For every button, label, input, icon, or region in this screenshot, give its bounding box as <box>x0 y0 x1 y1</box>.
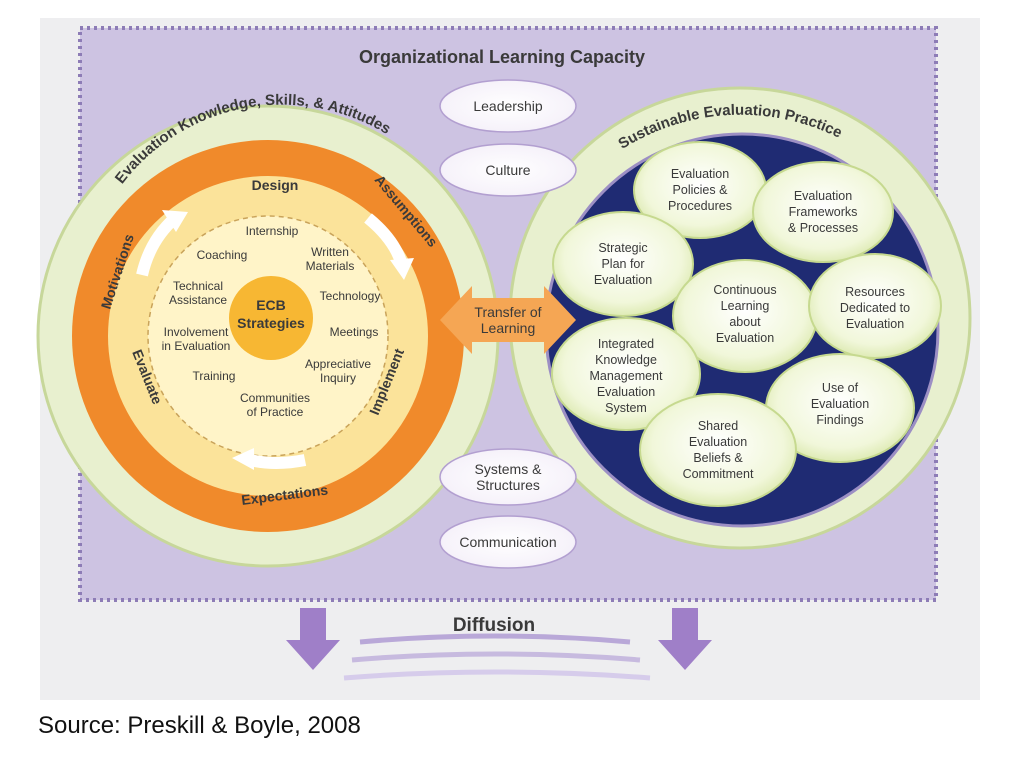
strategy-internship: Internship <box>246 224 299 238</box>
design-label: Design <box>252 177 299 193</box>
strategy-written-materials-2: Materials <box>306 259 355 273</box>
systems-label-2: Structures <box>476 477 540 493</box>
policies-2: Policies & <box>673 183 729 197</box>
integrated-km-1: Integrated <box>598 337 654 351</box>
resources-2: Dedicated to <box>840 301 910 315</box>
diffusion-wave-3 <box>343 669 651 681</box>
resources-1: Resources <box>845 285 905 299</box>
shared-beliefs-2: Evaluation <box>689 435 747 449</box>
ecb-core <box>229 276 313 360</box>
bubble-frameworks <box>752 161 894 263</box>
frameworks-2: Frameworks <box>789 205 858 219</box>
use-findings-1: Use of <box>822 381 859 395</box>
strategy-involvement-2: in Evaluation <box>162 339 231 353</box>
strategy-training: Training <box>193 369 236 383</box>
diffusion-wave-1 <box>359 633 631 645</box>
strategy-involvement-1: Involvement <box>164 325 229 339</box>
shared-beliefs-1: Shared <box>698 419 738 433</box>
shared-beliefs-4: Commitment <box>683 467 754 481</box>
transfer-label-1: Transfer of <box>474 304 541 320</box>
practice-bubbles <box>551 141 942 507</box>
panel-title: Organizational Learning Capacity <box>359 47 645 67</box>
bubble-shared-beliefs <box>639 393 797 507</box>
strategy-technical-assistance-2: Assistance <box>169 293 227 307</box>
pill-culture <box>439 143 577 197</box>
strategy-written-materials-1: Written <box>311 245 349 259</box>
bubble-integrated-km <box>551 317 701 431</box>
strategic-plan-3: Evaluation <box>594 273 652 287</box>
strategy-meetings: Meetings <box>330 325 379 339</box>
policies-3: Procedures <box>668 199 732 213</box>
systems-label-1: Systems & <box>475 461 543 477</box>
shared-beliefs-3: Beliefs & <box>693 451 743 465</box>
integrated-km-4: Evaluation <box>597 385 655 399</box>
strategic-plan-1: Strategic <box>598 241 647 255</box>
diffusion-label: Diffusion <box>453 615 535 636</box>
strategy-appreciative-inquiry-1: Appreciative <box>305 357 371 371</box>
integrated-km-3: Management <box>590 369 663 383</box>
pill-communication <box>439 515 577 569</box>
frameworks-1: Evaluation <box>794 189 852 203</box>
bubble-strategic-plan <box>552 211 694 317</box>
diffusion-arrow-left <box>286 608 340 670</box>
use-findings-2: Evaluation <box>811 397 869 411</box>
strategy-technical-assistance-1: Technical <box>173 279 223 293</box>
strategy-coaching: Coaching <box>197 248 248 262</box>
continuous-learning-1: Continuous <box>713 283 776 297</box>
ecb-core-line1: ECB <box>256 297 286 313</box>
use-findings-3: Findings <box>816 413 863 427</box>
strategy-technology: Technology <box>320 289 381 303</box>
continuous-learning-4: Evaluation <box>716 331 774 345</box>
diffusion-arrow-right <box>658 608 712 670</box>
integrated-km-2: Knowledge <box>595 353 657 367</box>
transfer-arrow <box>440 286 576 354</box>
continuous-learning-2: Learning <box>721 299 770 313</box>
cycle-arrow-right-head <box>390 258 414 280</box>
strategy-communities-2: of Practice <box>247 405 304 419</box>
cycle-arrow-bottom-head <box>232 448 254 470</box>
strategic-plan-2: Plan for <box>601 257 644 271</box>
transfer-label-2: Learning <box>481 320 536 336</box>
source-citation: Source: Preskill & Boyle, 2008 <box>38 712 361 739</box>
strategy-communities-1: Communities <box>240 391 310 405</box>
frameworks-3: & Processes <box>788 221 858 235</box>
leadership-label: Leadership <box>473 98 542 114</box>
communication-label: Communication <box>459 534 556 550</box>
policies-1: Evaluation <box>671 167 729 181</box>
continuous-learning-3: about <box>729 315 761 329</box>
cycle-arrow-top-left-head <box>162 210 188 232</box>
cycle-arrow-bottom <box>248 454 307 469</box>
culture-label: Culture <box>485 162 530 178</box>
bubble-resources <box>808 253 942 359</box>
strategy-appreciative-inquiry-2: Inquiry <box>320 371 356 385</box>
resources-3: Evaluation <box>846 317 904 331</box>
ecb-core-line2: Strategies <box>237 315 305 331</box>
diffusion-wave-2 <box>351 651 641 663</box>
integrated-km-5: System <box>605 401 647 415</box>
pill-systems <box>439 448 577 506</box>
pill-leadership <box>439 79 577 133</box>
